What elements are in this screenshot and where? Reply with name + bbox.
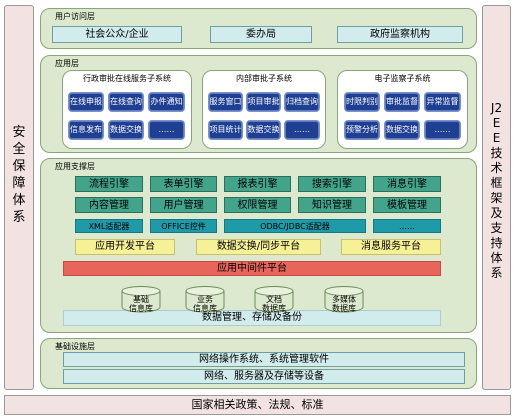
- database-label-line1: 业务: [197, 295, 213, 304]
- infra-row-hardware: 网络、服务器及存储等设备: [63, 369, 465, 384]
- nav-button-more[interactable]: ……: [424, 120, 461, 140]
- subsystem-title: 内部审批子系统: [236, 74, 292, 83]
- platform-data-exchange-sync: 数据交换/同步平台: [196, 239, 321, 255]
- nav-button-data-exchange[interactable]: 数据交换: [384, 120, 420, 140]
- subsystem-internal-approval: 内部审批子系统 服务窗口 项目审批 归档查询 项目统计 数据交换 ……: [202, 70, 326, 149]
- user-access-layer-title: 用户访问层: [55, 12, 95, 21]
- j2ee-framework-label: J2EE技术框架及支持体系: [490, 101, 503, 280]
- security-system-bar: 安全保障体系: [4, 5, 34, 390]
- database-label-line2: 信息库: [193, 304, 217, 313]
- nav-button-anomaly-supervision[interactable]: 异常监督: [424, 92, 461, 112]
- subsystem-e-supervision: 电子监察子系统 时限判别 审批监督 异常监督 预警分析 数据交换 ……: [337, 70, 468, 149]
- security-system-label: 安全保障体系: [12, 125, 26, 225]
- nav-button-warning-analysis[interactable]: 预警分析: [344, 120, 380, 140]
- adapter-odbc-jdbc: ODBC/JDBC适配器: [224, 219, 366, 233]
- database-icon: [185, 286, 225, 313]
- database-icon: [121, 286, 161, 313]
- database-icon: [324, 286, 364, 313]
- infrastructure-layer-title: 基础设施层: [55, 342, 95, 351]
- nav-button-notice[interactable]: 办件通知: [148, 92, 185, 112]
- nav-button-service-window[interactable]: 服务窗口: [208, 92, 243, 112]
- adapter-more: ……: [373, 219, 441, 233]
- database-cylinder: 文档 数据库: [254, 286, 294, 313]
- application-layer-title: 应用层: [55, 59, 79, 68]
- database-label-line2: 数据库: [332, 304, 356, 313]
- nav-button-time-limit[interactable]: 时限判别: [344, 92, 380, 112]
- database-label-line2: 数据库: [262, 304, 286, 313]
- platform-message-service: 消息服务平台: [341, 239, 441, 255]
- infra-row-os-software: 网络操作系统、系统管理软件: [63, 352, 465, 367]
- engine-message: 消息引擎: [373, 176, 441, 192]
- engine-workflow: 流程引擎: [75, 176, 143, 192]
- database-label-line2: 信息库: [129, 304, 153, 313]
- application-support-layer: 应用支撑层 流程引擎 表单引擎 报表引擎 搜索引擎 消息引擎 内容管理 用户管理…: [40, 158, 477, 333]
- middleware-platform: 应用中间件平台: [63, 261, 441, 276]
- subsystem-online-service: 行政审批在线服务子系统 在线申报 在线查询 办件通知 信息发布 数据交换 ……: [62, 70, 192, 149]
- module-content-management: 内容管理: [75, 197, 143, 213]
- subsystem-title: 行政审批在线服务子系统: [83, 74, 171, 83]
- subsystem-title: 电子监察子系统: [374, 74, 431, 83]
- j2ee-framework-bar: J2EE技术框架及支持体系: [482, 5, 511, 390]
- database-label-line1: 多媒体: [332, 295, 356, 304]
- nav-button-approval-supervision[interactable]: 审批监督: [384, 92, 420, 112]
- engine-form: 表单引擎: [150, 176, 217, 192]
- module-user-management: 用户管理: [150, 197, 217, 213]
- nav-button-online-apply[interactable]: 在线申报: [68, 92, 104, 112]
- adapter-xml: XML适配器: [75, 219, 143, 233]
- nav-button-more[interactable]: ……: [148, 120, 185, 140]
- database-cylinder: 基础 信息库: [121, 286, 161, 313]
- data-management-bar: 数据管理、存储及备份: [63, 310, 441, 326]
- database-label-line1: 文档: [266, 295, 282, 304]
- engine-search: 搜索引擎: [298, 176, 366, 192]
- user-item-public: 社会公众/企业: [52, 26, 182, 43]
- policy-standards-bar: 国家相关政策、法规、标准: [4, 395, 511, 415]
- module-permission-management: 权限管理: [224, 197, 291, 213]
- nav-button-publish[interactable]: 信息发布: [68, 120, 104, 140]
- module-template-management: 模板管理: [373, 197, 441, 213]
- database-cylinder: 业务 信息库: [185, 286, 225, 313]
- engine-report: 报表引擎: [224, 176, 291, 192]
- nav-button-data-exchange[interactable]: 数据交换: [246, 120, 281, 140]
- platform-app-development: 应用开发平台: [75, 239, 175, 255]
- user-item-bureau: 委办局: [210, 26, 312, 43]
- nav-button-archive-query[interactable]: 归档查询: [284, 92, 320, 112]
- nav-button-more[interactable]: ……: [284, 120, 320, 140]
- nav-button-online-query[interactable]: 在线查询: [108, 92, 144, 112]
- user-item-supervision: 政府监察机构: [337, 26, 463, 43]
- adapter-office: OFFICE控件: [150, 219, 217, 233]
- database-cylinder: 多媒体 数据库: [324, 286, 364, 313]
- nav-button-project-approval[interactable]: 项目审批: [246, 92, 281, 112]
- application-layer: 应用层 行政审批在线服务子系统 在线申报 在线查询 办件通知 信息发布 数据交换…: [40, 55, 477, 153]
- database-label-line1: 基础: [133, 295, 149, 304]
- user-access-layer: 用户访问层 社会公众/企业 委办局 政府监察机构: [40, 8, 477, 49]
- module-knowledge-management: 知识管理: [298, 197, 366, 213]
- infrastructure-layer: 基础设施层 网络操作系统、系统管理软件 网络、服务器及存储等设备: [40, 338, 477, 389]
- database-icon: [254, 286, 294, 313]
- nav-button-data-exchange[interactable]: 数据交换: [108, 120, 144, 140]
- support-layer-title: 应用支撑层: [55, 162, 95, 171]
- nav-button-project-stats[interactable]: 项目统计: [208, 120, 243, 140]
